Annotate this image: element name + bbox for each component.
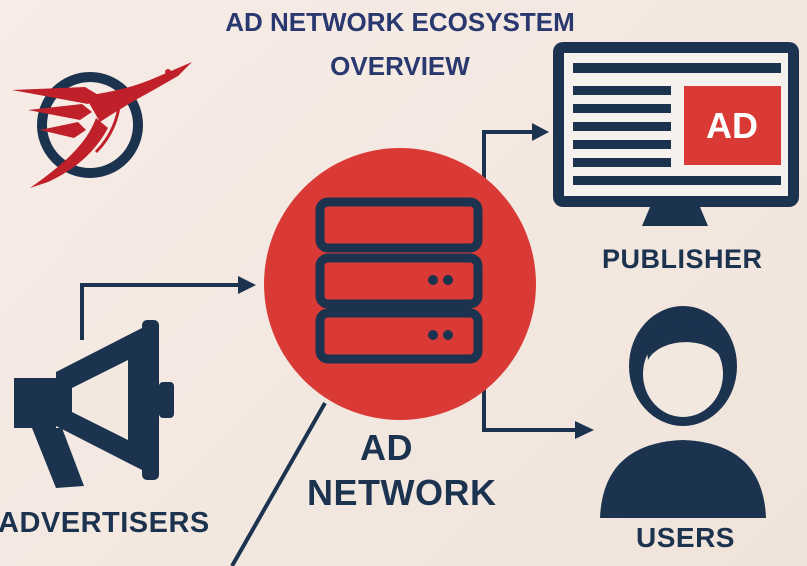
advertiser-to-network-line <box>80 283 238 340</box>
page-title-line2: OVERVIEW <box>330 51 470 81</box>
publisher-label: PUBLISHER <box>602 244 763 274</box>
ad-network-node <box>264 148 536 420</box>
diagonal-line <box>230 402 327 566</box>
monitor-icon: AD <box>553 42 799 226</box>
server-icon <box>315 197 483 364</box>
ad-badge <box>684 86 781 165</box>
users-label: USERS <box>636 522 735 553</box>
megaphone-icon <box>14 320 174 488</box>
advertiser-arrowhead <box>238 276 256 294</box>
network-to-users-line <box>482 385 575 432</box>
ad-network-label-line1: AD <box>360 427 413 468</box>
ad-badge-label: AD <box>706 105 758 146</box>
users-arrowhead <box>575 421 594 439</box>
connectors <box>80 123 594 566</box>
ad-network-label-line2: NETWORK <box>307 472 497 513</box>
page-title-line1: AD NETWORK ECOSYSTEM <box>225 7 575 37</box>
network-to-publisher-line <box>482 130 532 180</box>
advertisers-label: ADVERTISERS <box>0 507 210 539</box>
user-icon <box>600 306 766 518</box>
publisher-arrowhead <box>532 123 549 141</box>
logo-bird-icon <box>12 62 192 188</box>
